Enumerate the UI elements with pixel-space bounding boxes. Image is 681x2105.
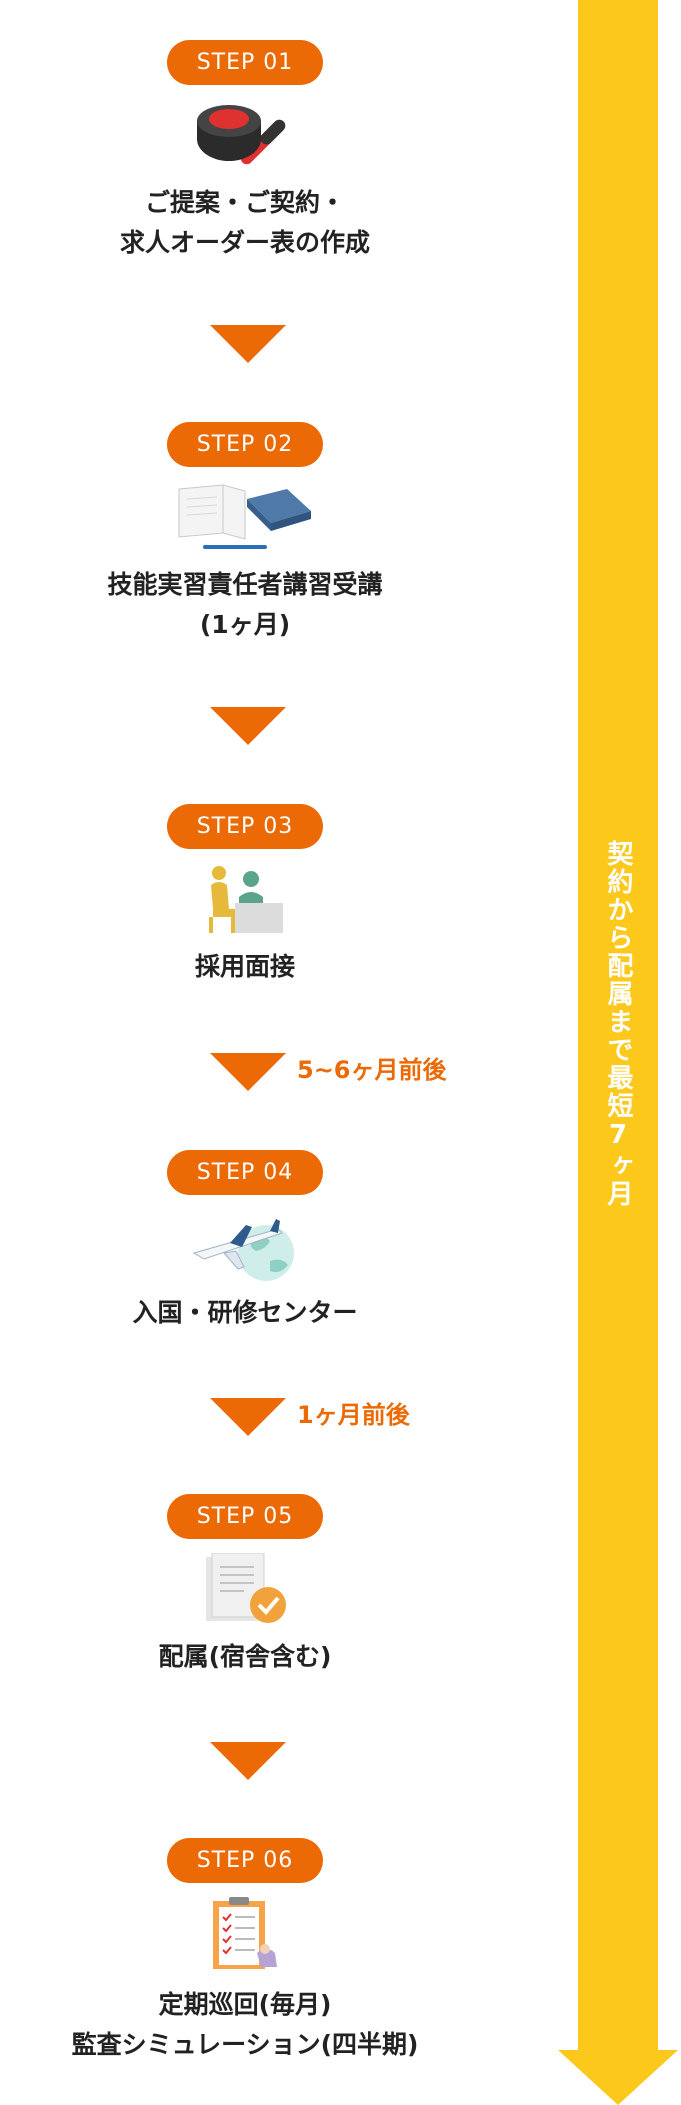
step-title-line: 求人オーダー表の作成 — [119, 228, 370, 257]
step-title-line: 入国・研修センター — [132, 1298, 358, 1327]
timeline-arrow-head — [558, 2050, 678, 2105]
checklist-icon — [213, 1897, 277, 1969]
step-03: STEP 03 採用面接 — [0, 804, 490, 987]
step-title: 技能実習責任者講習受講 (1ヶ月) — [0, 565, 490, 645]
step-badge: STEP 05 — [167, 1494, 323, 1539]
step-badge: STEP 06 — [167, 1838, 323, 1883]
step-title: ご提案・ご契約・ 求人オーダー表の作成 — [0, 183, 490, 263]
step-title-line: ご提案・ご契約・ — [144, 188, 345, 217]
flow-arrow — [210, 1742, 286, 1780]
step-title-line: 監査シミュレーション(四半期) — [71, 2030, 419, 2059]
step-title-line: 定期巡回(毎月) — [158, 1990, 332, 2019]
duration-note: 1ヶ月前後 — [297, 1401, 410, 1429]
step-05: STEP 05 配属(宿舎含む) — [0, 1494, 490, 1677]
document-check-icon — [206, 1553, 286, 1623]
step-06: STEP 06 定期巡回(毎月) 監査シミュレーション(四半期) — [0, 1838, 490, 2065]
flow-arrow — [210, 325, 286, 363]
step-badge: STEP 03 — [167, 804, 323, 849]
step-badge: STEP 04 — [167, 1150, 323, 1195]
step-title: 配属(宿舎含む) — [0, 1637, 490, 1677]
step-title-line: (1ヶ月) — [199, 610, 291, 639]
books-icon — [178, 484, 311, 549]
step-badge: STEP 02 — [167, 422, 323, 467]
airplane-globe-icon — [192, 1219, 294, 1281]
timeline-bar — [578, 0, 658, 2050]
step-01: STEP 01 ご提案・ご契約・ 求人オーダー表の作成 — [0, 40, 490, 263]
flow-arrow — [210, 1053, 286, 1091]
step-badge: STEP 01 — [167, 40, 323, 85]
step-title-line: 技能実習責任者講習受講 — [107, 570, 383, 599]
step-title: 定期巡回(毎月) 監査シミュレーション(四半期) — [0, 1985, 490, 2065]
step-04: STEP 04 入国・研修センター — [0, 1150, 490, 1333]
flow-arrow — [210, 1398, 286, 1436]
step-02: STEP 02 技能実習責任者講習受講 (1ヶ月) — [0, 422, 490, 645]
stamp-icon — [197, 105, 286, 165]
interview-icon — [209, 866, 283, 933]
step-title: 入国・研修センター — [0, 1293, 490, 1333]
step-title-line: 採用面接 — [194, 952, 295, 981]
duration-note: 5~6ヶ月前後 — [297, 1056, 447, 1084]
step-title: 採用面接 — [0, 947, 490, 987]
step-title-line: 配属(宿舎含む) — [158, 1642, 332, 1671]
timeline-label: 契約から配属まで最短7ヶ月 — [603, 840, 633, 1208]
flow-arrow — [210, 707, 286, 745]
